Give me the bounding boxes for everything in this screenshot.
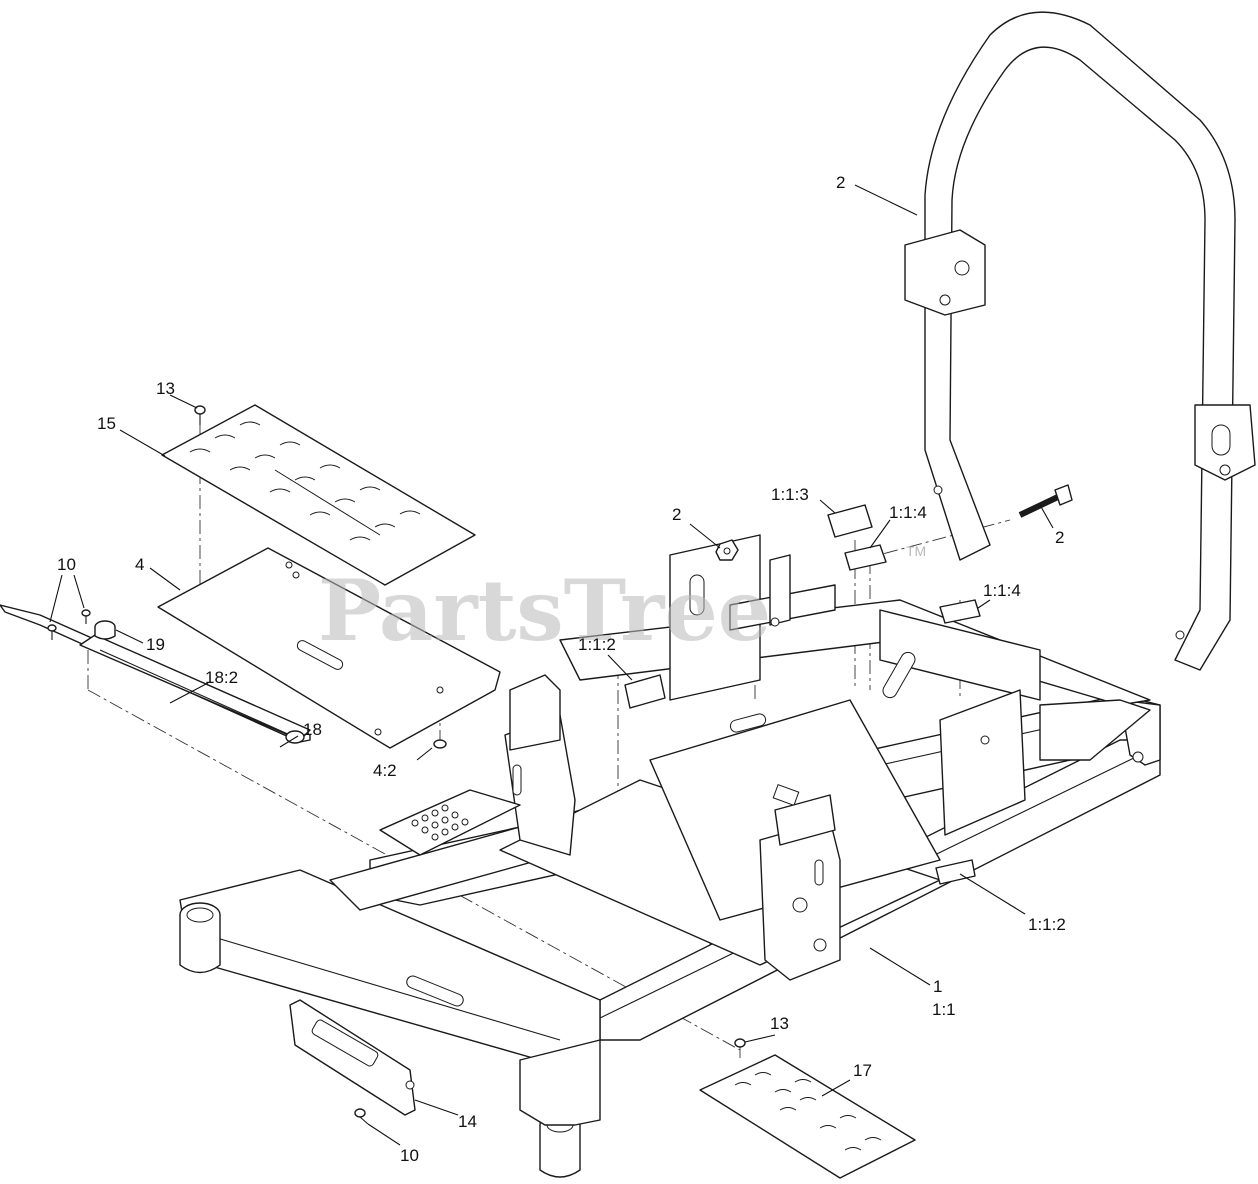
- callout-1: 1: [933, 977, 942, 996]
- callout-10-top: 10: [57, 555, 76, 574]
- callout-2-roll-bar: 2: [836, 173, 845, 192]
- callout-13-top: 13: [156, 379, 175, 398]
- callout-10-bottom: 10: [400, 1146, 419, 1165]
- left-tower: [504, 674, 576, 856]
- watermark-text: PartsTree: [318, 561, 771, 660]
- nut-center: [715, 539, 739, 561]
- callout-13-bottom: 13: [770, 1014, 789, 1033]
- callout-14: 14: [458, 1112, 477, 1131]
- callout-18-2: 18:2: [205, 668, 238, 687]
- side-rail: [0, 604, 311, 744]
- callout-15: 15: [97, 414, 116, 433]
- screws-10-top: [47, 609, 91, 640]
- callout-1-1: 1:1: [932, 1000, 956, 1019]
- callout-4-2: 4:2: [373, 761, 397, 780]
- callout-labels: 2 13 15 10 4 19 18:2 18 4:2 2 1:1:2 1:1:…: [57, 173, 1066, 1165]
- decals: [624, 504, 981, 885]
- left-seat-bracket: [669, 534, 836, 701]
- leader-lines: [49, 184, 1054, 1146]
- watermark-trademark: TM: [906, 543, 926, 559]
- callout-2-nut: 2: [672, 505, 681, 524]
- callout-4: 4: [135, 555, 144, 574]
- screw-13-bottom: [734, 1038, 746, 1048]
- callout-1-1-4-right: 1:1:4: [983, 581, 1021, 600]
- callout-1-1-2-left: 1:1:2: [578, 635, 616, 654]
- seat-plate: [157, 547, 501, 749]
- screw-10-bottom: [354, 1108, 369, 1125]
- callout-1-1-4-top: 1:1:4: [889, 503, 927, 522]
- platform-mat: [161, 404, 476, 586]
- callout-19: 19: [146, 635, 165, 654]
- foot-plate-left: [379, 789, 521, 856]
- knob-19: [94, 620, 116, 640]
- screw-13-top: [194, 405, 206, 425]
- callout-2-bolt: 2: [1055, 528, 1064, 547]
- bracket-14: [289, 999, 416, 1116]
- callout-1-1-2-right: 1:1:2: [1028, 915, 1066, 934]
- callout-17: 17: [853, 1061, 872, 1080]
- callout-18: 18: [303, 720, 322, 739]
- callout-1-1-3: 1:1:3: [771, 485, 809, 504]
- bolt-right: [1018, 484, 1073, 518]
- watermark: PartsTree TM: [318, 543, 926, 660]
- roll-bar: [904, 11, 1256, 671]
- step-plate-17: [699, 1054, 916, 1179]
- right-seat-bracket: [939, 689, 1151, 836]
- right-tower: [759, 794, 841, 981]
